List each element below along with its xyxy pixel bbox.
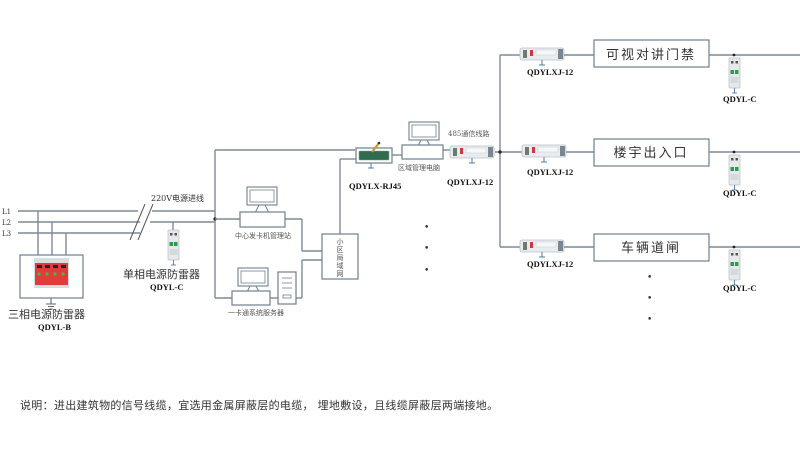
central-wiring (213, 54, 522, 299)
rs485-spd-model: QDYLXJ-12 (447, 177, 493, 187)
three-phase-spd-model: QDYL-B (38, 322, 71, 332)
ellipsis-dot: • (647, 315, 652, 325)
branch-3-power-spd-model: QDYL-C (723, 283, 757, 293)
card-system-server (231, 267, 297, 306)
ellipsis-dot: • (647, 294, 652, 304)
branch-1-spd-model: QDYLXJ-12 (527, 67, 573, 77)
phase-label-l2: L2 (2, 219, 11, 227)
branch-3-spd-model: QDYLXJ-12 (527, 259, 573, 269)
branch-1-power-spd-model: QDYL-C (723, 94, 757, 104)
area-management-computer (401, 121, 444, 160)
single-phase-spd-model: QDYL-C (150, 282, 184, 292)
lan-box (321, 233, 359, 280)
branch-2-power-spd-model: QDYL-C (723, 188, 757, 198)
branch-3-subsystem: 车辆道闸 (621, 240, 681, 256)
card-system-server-label: 一卡通系统服务器 (228, 308, 284, 317)
ellipsis-dot: • (424, 223, 429, 233)
single-phase-spd (167, 229, 180, 266)
branch-intercom (519, 39, 800, 94)
branch-vehicle-gate (519, 233, 800, 286)
lan-char-2: 区 (337, 246, 344, 254)
card-issuer-station-label: 中心发卡机管理站 (235, 231, 291, 240)
rj45-spd (355, 141, 393, 169)
card-issuer-station (239, 186, 286, 228)
lan-char-4: 域 (337, 261, 344, 270)
branch-2-subsystem: 楼宇出入口 (613, 146, 688, 161)
three-phase-spd-name: 三相电源防雷器 (8, 307, 85, 321)
rs485-spd (449, 145, 495, 164)
single-phase-spd-name: 单相电源防雷器 (123, 267, 200, 281)
rs485-label: 485通信线路 (448, 129, 489, 138)
branch-building-entrance (521, 138, 800, 191)
power-cable-label: 220V电源进线 (151, 193, 204, 203)
diagram-note: 说明：进出建筑物的信号线缆，宜选用金属屏蔽层的电缆， 埋地敷设，且线缆屏蔽层两端… (20, 399, 499, 412)
ellipsis-dot: • (424, 266, 429, 276)
ellipsis-dot: • (424, 244, 429, 254)
ellipsis-dot: • (647, 273, 652, 283)
phase-label-l1: L1 (2, 208, 11, 216)
area-computer-label: 区域管理电脑 (398, 163, 440, 172)
three-phase-spd (19, 254, 84, 310)
lan-char-3: 局 (337, 254, 344, 262)
lan-char-1: 小 (337, 237, 344, 246)
branch-2-spd-model: QDYLXJ-12 (527, 167, 573, 177)
lan-char-5: 网 (337, 270, 344, 278)
rj45-spd-model: QDYLX-RJ45 (349, 181, 401, 191)
phase-label-l3: L3 (2, 230, 11, 238)
phase-lines (18, 203, 215, 255)
branch-1-subsystem: 可视对讲门禁 (606, 48, 696, 63)
